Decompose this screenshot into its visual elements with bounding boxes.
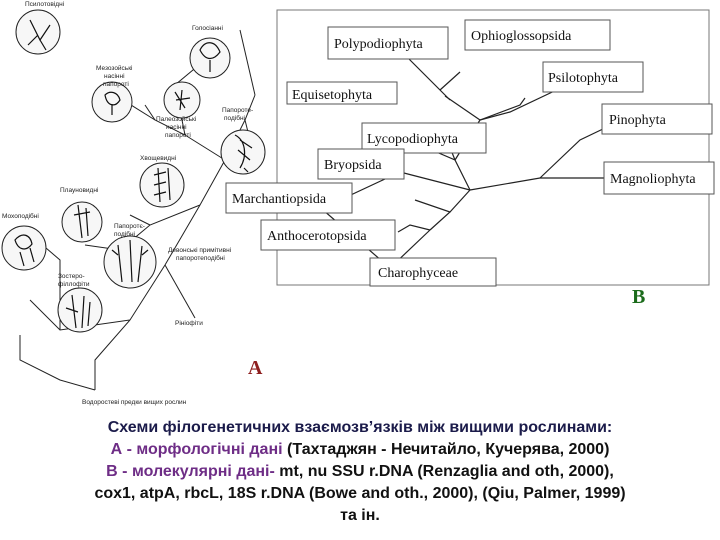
svg-text:Ophioglossopsida: Ophioglossopsida [471,29,572,44]
label-mezozoic-1: Мезозойські [96,64,133,72]
figure-caption: Схеми філогенетичних взаємозв’язків між … [20,417,700,527]
caption-line-3: B - молекулярні дані- mt, nu SSU r.DNA (… [106,463,614,480]
label-mezozoic-2: насінні [104,72,125,80]
svg-text:Polypodiophyta: Polypodiophyta [334,37,423,52]
taxon-bryopsida: Bryopsida [317,148,405,180]
label-hvoshch: Хвощевидні [140,154,176,162]
plant-circle-plaun [61,201,103,243]
label-paporote-2: подібні [224,114,245,122]
plant-circle-zostero [57,287,103,333]
panel-a-letter: A [248,357,263,379]
label-plaun: Плауновидні [60,186,98,194]
label-paporote2-1: Папоротє- [114,223,145,230]
taxon-equisetophyta: Equisetophyta [286,81,398,105]
label-moh: Мохоподібні [2,212,39,220]
taxon-pinophyta: Pinophyta [601,103,713,135]
caption-line-4: cox1, atpA, rbcL, 18S r.DNA (Bowe and ot… [94,485,626,502]
taxon-magnoliophyta: Magnoliophyta [603,161,715,195]
caption-line-5: та ін. [340,507,380,524]
plant-circle-paporote2 [103,235,157,289]
plant-circle-moh [1,225,47,271]
plant-circle-psilotovidni [15,9,61,55]
label-paporote-1: Папороте- [222,107,253,114]
label-zostero-2: філлофіти [58,280,90,288]
plant-circle-mezozoic [91,81,133,123]
label-paleozoic-2: насінні [166,123,187,131]
taxon-lycopodiophyta: Lycopodiophyta [361,122,487,154]
plant-illustrations [1,9,266,333]
plant-circle-paporote [220,129,266,175]
plant-circle-hvoshch [139,162,185,208]
label-riniofity: Рініофіти [175,319,203,327]
taxon-charophyceae: Charophyceae [369,257,497,287]
svg-text:Bryopsida: Bryopsida [324,158,382,173]
taxon-marchantiopsida: Marchantiopsida [225,182,353,214]
panel-b-taxa: Polypodiophyta Ophioglossopsida Psilotop… [225,19,715,287]
caption-line-2: А - морфологічні дані (Тахтаджян - Нечит… [110,441,610,458]
label-paleozoic-3: папороті [165,131,191,139]
svg-text:Marchantiopsida: Marchantiopsida [232,192,327,207]
svg-text:Equisetophyta: Equisetophyta [292,88,373,103]
svg-text:Lycopodiophyta: Lycopodiophyta [367,132,459,147]
label-devonski-2: папоротеподібні [176,254,225,262]
label-devonski-1: Девонські примітивні [168,246,231,254]
label-golosianni: Голосіанні [192,24,223,32]
taxon-anthocerotopsida: Anthocerotopsida [260,219,396,251]
svg-text:Anthocerotopsida: Anthocerotopsida [267,229,367,244]
plant-sketches [14,19,253,329]
svg-text:Psilotophyta: Psilotophyta [548,71,619,86]
label-psilotovidni: Псилотовідні [25,0,64,8]
panel-a-tree [19,29,256,391]
label-mezozoic-3: папороті [103,80,129,88]
plant-circle-paleozoic [163,81,201,119]
taxon-polypodiophyta: Polypodiophyta [327,26,449,60]
label-vodorosti: Водоростеві предки вищих рослин [82,398,187,406]
svg-text:Magnoliophyta: Magnoliophyta [610,172,696,187]
svg-text:Pinophyta: Pinophyta [609,113,667,128]
label-paporote2-2: подібні [114,230,135,238]
label-zostero-1: Зостеро- [58,273,85,280]
caption-line-1: Схеми філогенетичних взаємозв’язків між … [107,419,613,436]
taxon-ophioglossopsida: Ophioglossopsida [464,19,611,51]
taxon-psilotophyta: Psilotophyta [542,61,644,93]
panel-b-letter: B [632,286,645,308]
label-paleozoic-1: Палеозойські [156,115,196,123]
svg-text:Charophyceae: Charophyceae [378,266,458,281]
panel-a-labels: Псилотовідні Голосіанні Мезозойські насі… [2,0,253,406]
